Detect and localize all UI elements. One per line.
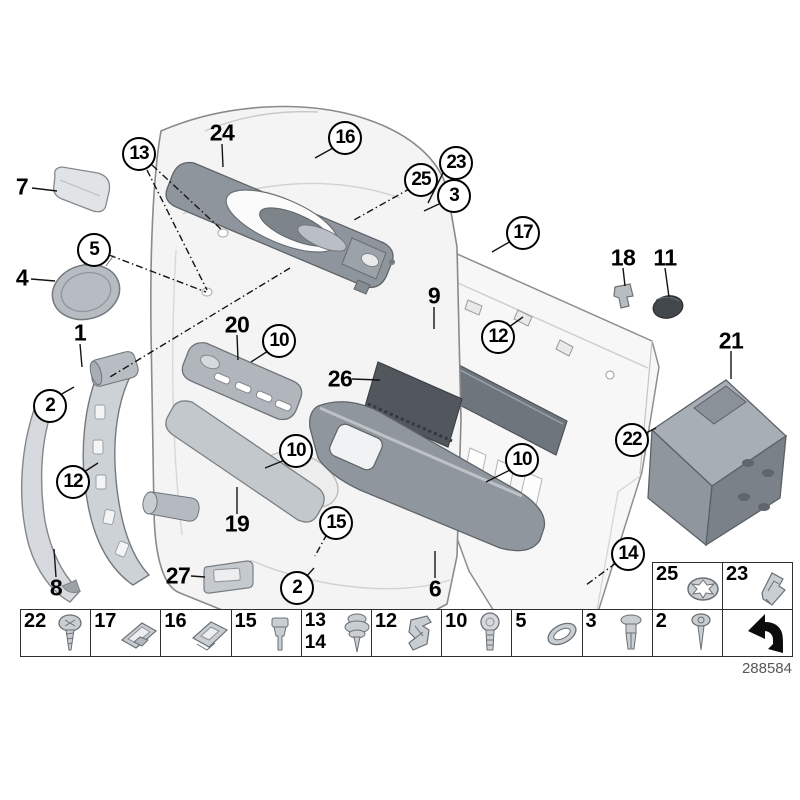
callout-10b[interactable]: 10 bbox=[279, 434, 313, 468]
legend-number: 14 bbox=[304, 632, 326, 653]
legend-cell-10[interactable]: 10 bbox=[442, 610, 513, 656]
legend-cell-16[interactable]: 16 bbox=[161, 610, 232, 656]
legend-number: 5 bbox=[515, 610, 527, 632]
callout-21[interactable]: 21 bbox=[718, 327, 744, 354]
legend-number: 17 bbox=[94, 610, 117, 632]
callout-14[interactable]: 14 bbox=[611, 537, 645, 571]
callout-2b[interactable]: 2 bbox=[280, 571, 314, 605]
legend-cell-5[interactable]: 5 bbox=[512, 610, 583, 656]
callout-16[interactable]: 16 bbox=[328, 121, 362, 155]
legend-cell-25[interactable]: 25 bbox=[653, 563, 723, 611]
callout-26[interactable]: 26 bbox=[327, 365, 353, 392]
armrest-pocket-cover bbox=[309, 401, 546, 552]
small-clip bbox=[613, 283, 634, 309]
armrest-grab-trim bbox=[142, 400, 325, 523]
legend-number: 25 bbox=[656, 563, 679, 585]
speaker-insert bbox=[363, 361, 463, 448]
callout-11[interactable]: 11 bbox=[653, 244, 677, 271]
legend-number: 15 bbox=[234, 610, 257, 632]
callout-10c[interactable]: 10 bbox=[505, 443, 539, 477]
legend-number: 23 bbox=[726, 563, 749, 585]
legend-number: 22 bbox=[24, 610, 47, 632]
mounting-clip-icon bbox=[121, 622, 158, 649]
fastener-legend-row: 22 17 16 15 bbox=[20, 609, 793, 657]
legend-number: 2 bbox=[655, 610, 667, 632]
washer-screw-icon bbox=[691, 613, 711, 651]
callout-8[interactable]: 8 bbox=[49, 574, 63, 601]
star-lock-washer-icon bbox=[687, 576, 719, 601]
direction-arrow-icon bbox=[748, 614, 784, 653]
legend-number: 3 bbox=[585, 610, 597, 632]
callout-20[interactable]: 20 bbox=[224, 311, 250, 338]
legend-cell-3[interactable]: 3 bbox=[583, 610, 653, 656]
mounting-clip-icon bbox=[191, 621, 228, 651]
speaker-cover bbox=[51, 255, 121, 321]
pull-handle-carrier bbox=[82, 351, 151, 586]
callout-3[interactable]: 3 bbox=[437, 179, 471, 213]
callout-2a[interactable]: 2 bbox=[33, 389, 67, 423]
grommet-with-pin-icon bbox=[344, 613, 370, 653]
trim-cap bbox=[53, 166, 111, 213]
callout-25[interactable]: 25 bbox=[404, 163, 438, 197]
legend-number: 16 bbox=[164, 610, 187, 632]
door-pull-trim-blade bbox=[20, 403, 81, 603]
upper-trim-with-handle bbox=[165, 161, 395, 295]
fastener-legend-upper-row: 25 23 bbox=[652, 562, 793, 611]
callout-17[interactable]: 17 bbox=[506, 216, 540, 250]
callout-10a[interactable]: 10 bbox=[262, 324, 296, 358]
callout-6[interactable]: 6 bbox=[428, 575, 442, 602]
callout-13[interactable]: 13 bbox=[122, 137, 156, 171]
callout-23[interactable]: 23 bbox=[439, 146, 473, 180]
legend-cell-12[interactable]: 12 bbox=[372, 610, 443, 656]
callout-5[interactable]: 5 bbox=[77, 233, 111, 267]
callout-22[interactable]: 22 bbox=[615, 423, 649, 457]
foam-block bbox=[647, 379, 788, 547]
legend-cell-23[interactable]: 23 bbox=[723, 563, 792, 611]
blind-plug bbox=[652, 295, 684, 319]
callout-12b[interactable]: 12 bbox=[56, 465, 90, 499]
diagram-number: 288584 bbox=[741, 660, 792, 677]
callout-15[interactable]: 15 bbox=[319, 506, 353, 540]
callout-9[interactable]: 9 bbox=[427, 282, 441, 309]
callout-4[interactable]: 4 bbox=[15, 264, 29, 291]
blind-rivet-icon bbox=[620, 614, 642, 650]
button-head-screw-icon bbox=[480, 612, 500, 651]
legend-cell-2[interactable]: 2 bbox=[653, 610, 723, 656]
callout-18[interactable]: 18 bbox=[610, 244, 636, 271]
tapping-screw-icon bbox=[58, 614, 82, 651]
callout-1[interactable]: 1 bbox=[73, 319, 87, 346]
legend-number: 13 bbox=[304, 610, 326, 631]
oval-grommet-icon bbox=[546, 622, 577, 646]
callout-24[interactable]: 24 bbox=[209, 119, 235, 146]
callout-7[interactable]: 7 bbox=[15, 173, 29, 200]
legend-cell-22[interactable]: 22 bbox=[21, 610, 92, 656]
callout-27[interactable]: 27 bbox=[165, 562, 191, 589]
courtesy-lamp bbox=[203, 560, 254, 594]
expansion-clip-icon bbox=[271, 617, 289, 651]
legend-number: 12 bbox=[374, 610, 398, 632]
legend-number: 10 bbox=[445, 610, 468, 632]
spring-clip-icon bbox=[408, 615, 433, 651]
legend-cell-17[interactable]: 17 bbox=[91, 610, 162, 656]
legend-cell-arrow[interactable] bbox=[723, 610, 792, 656]
legend-cell-15[interactable]: 15 bbox=[232, 610, 302, 656]
window-switch-bezel bbox=[181, 342, 303, 421]
callout-12a[interactable]: 12 bbox=[481, 320, 515, 354]
retaining-clip-icon bbox=[761, 571, 786, 606]
callout-19[interactable]: 19 bbox=[224, 510, 250, 537]
legend-cell-13-14[interactable]: 13 14 bbox=[302, 610, 372, 656]
